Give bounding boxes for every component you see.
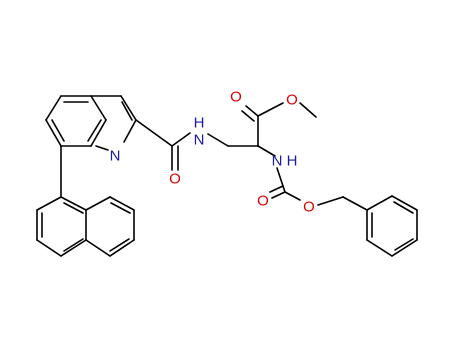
atom-labels: N O H N O O N H O O [110,89,315,216]
carbamate-carbonyl-oxygen-label: O [257,193,269,210]
amide-oxygen-label: O [169,171,181,188]
naphthalene-ring [36,145,135,257]
amide-hydrogen-label: H [194,115,205,132]
carbamate-hydrogen-label: H [287,153,298,170]
backbone-bonds [135,102,368,211]
ester-carbonyl-oxygen-label: O [230,89,242,106]
amide-nitrogen-label: N [194,132,205,149]
carbamate-ester-oxygen-label: O [303,199,315,216]
quinoline-ring [45,95,137,151]
ester-methoxy-oxygen-label: O [286,92,298,109]
carbamate-nitrogen-label: N [272,153,283,170]
quinoline-nitrogen-label: N [110,148,121,165]
benzene-ring [366,195,418,257]
